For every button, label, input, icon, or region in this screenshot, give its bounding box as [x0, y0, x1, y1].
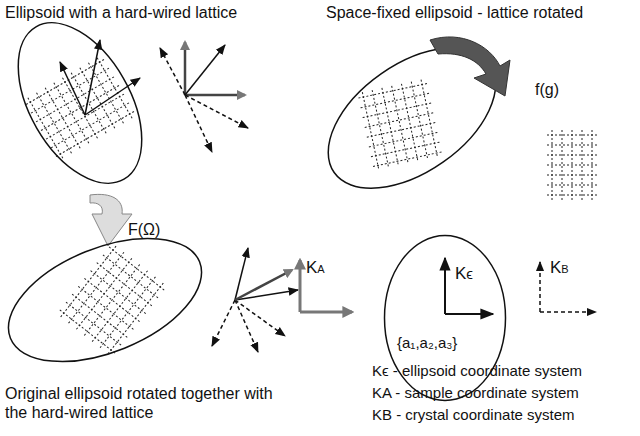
ellipsoid-node: Kϵ {a₁,a₂,a₃}: [383, 234, 507, 402]
rotation-label: f(g): [535, 80, 559, 99]
rotation-arrow: [430, 37, 510, 96]
ellipsoid-axes: [60, 40, 140, 115]
frame-label: KA: [306, 258, 325, 278]
frame-label: KB: [550, 258, 569, 278]
coordinate-frame: [160, 45, 248, 152]
legend-note: KB - crystal coordinate system: [372, 406, 575, 424]
basis-vectors: {a₁,a₂,a₃}: [397, 334, 457, 351]
rotation-arrow: [90, 194, 132, 246]
panel-title: Space-fixed ellipsoid - lattice rotated: [326, 3, 583, 22]
legend-note: KA - sample coordinate system: [372, 384, 579, 402]
coordinate-frame: [185, 42, 245, 95]
lattice: [57, 243, 168, 357]
ellipse-outline: [383, 234, 507, 402]
rotation-label: F(Ω): [128, 220, 160, 239]
panel-title: Ellipsoid with a hard-wired lattice: [5, 3, 237, 22]
ellipsoid-outline: [303, 19, 521, 216]
coordinate-frame: [212, 248, 298, 352]
ellipsoid-outline: [0, 214, 219, 387]
ellipsoid-outline: [0, 2, 167, 204]
lattice: [357, 79, 442, 172]
panel-caption: Original ellipsoid rotated together with…: [5, 384, 295, 422]
lattice: [24, 55, 137, 161]
coordinate-frame: [235, 270, 292, 300]
frame-label: Kϵ: [455, 264, 473, 284]
crystal-lattice: [547, 130, 597, 200]
